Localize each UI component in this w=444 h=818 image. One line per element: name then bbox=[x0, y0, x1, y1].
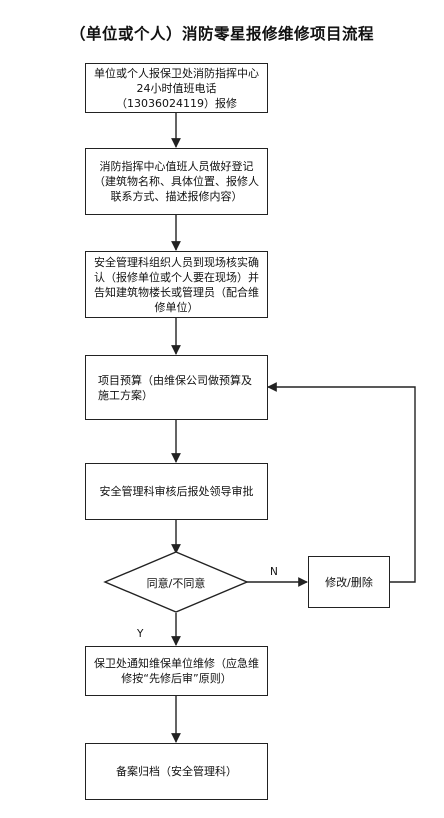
decision-label: 同意/不同意 bbox=[146, 577, 206, 590]
branch-yes-label: Y bbox=[137, 628, 144, 640]
step-register: 消防指挥中心值班人员做好登记（建筑物名称、具体位置、报修人联系方式、描述报修内容… bbox=[85, 148, 268, 215]
step-archive: 备案归档（安全管理科） bbox=[85, 743, 268, 800]
step-onsite-verify: 安全管理科组织人员到现场核实确认（报修单位或个人要在现场）并告知建筑物楼长或管理… bbox=[85, 251, 268, 318]
page-title: （单位或个人）消防零星报修维修项目流程 bbox=[69, 25, 374, 43]
decision-diamond bbox=[103, 551, 249, 613]
step-approval: 安全管理科审核后报处领导审批 bbox=[85, 463, 268, 520]
step-notify-repair: 保卫处通知维保单位维修（应急维修按“先修后审”原则） bbox=[85, 646, 268, 696]
branch-no-label: N bbox=[270, 566, 278, 578]
step-budget: 项目预算（由维保公司做预算及施工方案） bbox=[85, 355, 268, 420]
arrow-revise-back bbox=[267, 382, 416, 583]
step-report-phone: 单位或个人报保卫处消防指挥中心24小时值班电话（13036024119）报修 bbox=[85, 63, 268, 113]
step-revise-delete: 修改/删除 bbox=[308, 556, 390, 608]
